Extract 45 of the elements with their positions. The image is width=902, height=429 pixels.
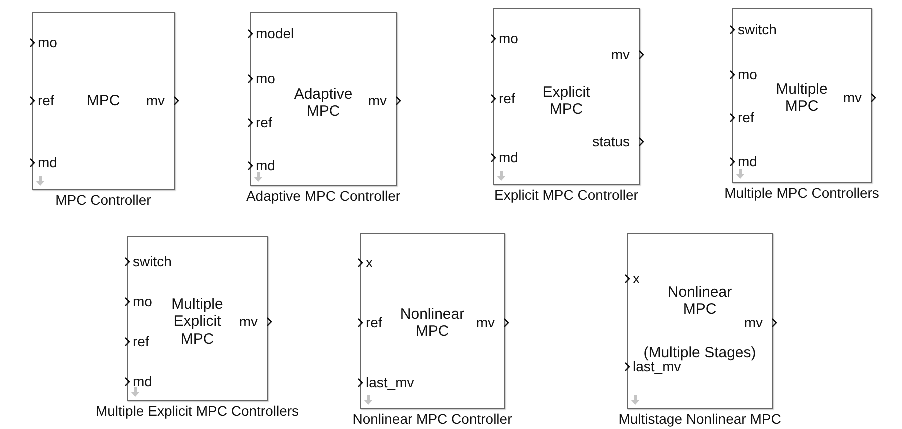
port-label: mv (146, 93, 165, 109)
port-label: mv (744, 315, 763, 331)
block-name: Adaptive MPC (293, 86, 354, 120)
block-name: Nonlinear MPC (666, 284, 734, 318)
port-label: mv (476, 315, 495, 331)
port-label: mv (239, 314, 258, 330)
port-label: x (633, 271, 640, 287)
port-label: ref (256, 115, 272, 131)
block-name: Multiple MPC (775, 80, 829, 116)
port-label: ref (38, 93, 54, 109)
port-label: mo (38, 35, 58, 51)
block-name: Explicit MPC (542, 84, 592, 118)
block-name: MPC (86, 92, 122, 110)
port-label: mv (843, 90, 862, 106)
port-label: md (738, 154, 758, 170)
port-label: md (256, 158, 276, 174)
port-label: model (256, 26, 294, 42)
port-label: mv (611, 47, 630, 63)
block-caption: Multiple Explicit MPC Controllers (96, 403, 300, 419)
block-caption: Multiple MPC Controllers (724, 185, 880, 201)
port-label: status (592, 134, 630, 150)
port-label: switch (133, 254, 172, 270)
block-caption: Multistage Nonlinear MPC (618, 411, 782, 427)
block-caption: Adaptive MPC Controller (246, 188, 401, 204)
port-label: mo (499, 31, 518, 47)
port-label: switch (738, 22, 777, 38)
block-name: Nonlinear MPC (399, 306, 466, 340)
block-name: Multiple Explicit MPC (170, 296, 224, 348)
block-caption: Explicit MPC Controller (494, 187, 638, 203)
port-label: ref (499, 91, 516, 107)
port-label: last_mv (366, 375, 414, 391)
block-caption: MPC Controller (56, 192, 152, 208)
port-label: ref (738, 110, 754, 126)
port-label: md (38, 155, 58, 171)
port-label: mo (133, 294, 152, 310)
port-label: ref (366, 315, 382, 331)
block-name: (Multiple Stages) (644, 344, 758, 362)
port-label: mo (738, 67, 758, 83)
port-label: md (499, 150, 518, 166)
port-label: mv (368, 93, 387, 109)
block-caption: Nonlinear MPC Controller (352, 411, 512, 427)
port-label: x (366, 255, 373, 271)
port-label: mo (256, 71, 276, 87)
port-label: md (133, 374, 152, 390)
port-label: ref (133, 334, 150, 350)
